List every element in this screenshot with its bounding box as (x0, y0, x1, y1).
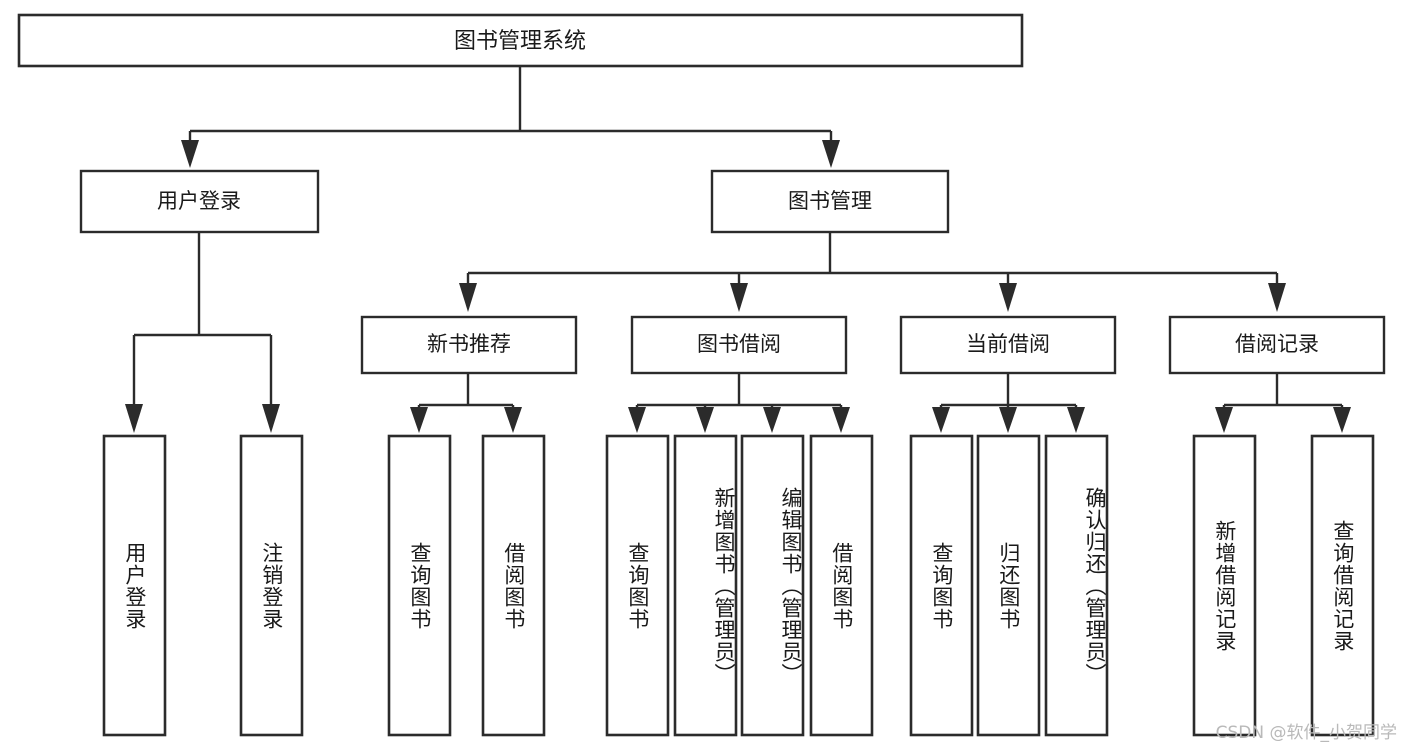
node-root[interactable]: 图书管理系统 (17, 13, 1024, 68)
leaf-box-confirm-return[interactable] (1044, 434, 1109, 737)
arrow-head-icon (181, 140, 199, 168)
leaf-box-edit-book[interactable] (740, 434, 805, 737)
leaf-box-query-book-1[interactable] (387, 434, 452, 737)
node-root-label: 图书管理系统 (454, 29, 586, 54)
leaf-box-logout[interactable] (239, 434, 304, 737)
node-book-borrow-rect[interactable] (630, 315, 848, 375)
arrow-head-icon (1333, 407, 1351, 433)
connector-currentborrow-to-leaves (932, 373, 1085, 433)
arrow-head-icon (504, 407, 522, 433)
leaf-box-borrow-book-2[interactable] (809, 434, 874, 737)
connector-borrowrecord-to-leaves (1215, 373, 1351, 433)
arrow-head-icon (410, 407, 428, 433)
node-new-book-recommend-rect[interactable] (360, 315, 578, 375)
node-borrow-record-rect[interactable] (1168, 315, 1386, 375)
arrow-head-icon (999, 407, 1017, 433)
arrow-head-icon (628, 407, 646, 433)
watermark-text: CSDN @软件_小贺同学 (1215, 723, 1397, 743)
node-book-manage[interactable]: 图书管理 (710, 169, 950, 234)
connector-newbook-to-leaves (410, 373, 522, 433)
leaf-boxes (102, 434, 1375, 737)
node-current-borrow[interactable]: 当前借阅 (899, 315, 1117, 375)
node-current-borrow-rect[interactable] (899, 315, 1117, 375)
leaf-box-add-record[interactable] (1192, 434, 1257, 737)
leaf-box-query-book-2[interactable] (605, 434, 670, 737)
arrow-head-icon (822, 140, 840, 168)
leaf-box-query-record[interactable] (1310, 434, 1375, 737)
connector-bookborrow-to-leaves (628, 373, 850, 433)
node-new-book-recommend[interactable]: 新书推荐 (360, 315, 578, 375)
leaf-box-query-book-3[interactable] (909, 434, 974, 737)
arrow-head-icon (459, 283, 477, 312)
arrow-head-icon (763, 407, 781, 433)
arrow-head-icon (999, 283, 1017, 312)
node-book-borrow-label: 图书借阅 (697, 332, 781, 356)
node-user-login-rect[interactable] (79, 169, 320, 234)
arrow-head-icon (125, 404, 143, 433)
arrow-head-icon (1215, 407, 1233, 433)
node-book-manage-label: 图书管理 (788, 189, 872, 213)
connector-bookmanage-to-level2 (459, 232, 1286, 312)
leaf-box-add-book[interactable] (673, 434, 738, 737)
arrow-head-icon (262, 404, 280, 433)
node-borrow-record[interactable]: 借阅记录 (1168, 315, 1386, 375)
leaf-box-return-book[interactable] (976, 434, 1041, 737)
node-current-borrow-label: 当前借阅 (966, 332, 1050, 356)
node-user-login[interactable]: 用户登录 (79, 169, 320, 234)
node-book-manage-rect[interactable] (710, 169, 950, 234)
arrow-head-icon (932, 407, 950, 433)
arrow-head-icon (832, 407, 850, 433)
node-user-login-label: 用户登录 (157, 189, 241, 213)
node-root-rect[interactable] (17, 13, 1024, 68)
leaf-box-borrow-book-1[interactable] (481, 434, 546, 737)
node-new-book-recommend-label: 新书推荐 (427, 332, 511, 356)
arrow-head-icon (696, 407, 714, 433)
node-book-borrow[interactable]: 图书借阅 (630, 315, 848, 375)
connector-userlogin-to-leaves (125, 232, 280, 433)
arrow-head-icon (1067, 407, 1085, 433)
arrow-head-icon (730, 283, 748, 312)
node-borrow-record-label: 借阅记录 (1235, 332, 1319, 356)
leaf-box-user-login[interactable] (102, 434, 167, 737)
connector-root-to-level1 (181, 66, 840, 168)
arrow-head-icon (1268, 283, 1286, 312)
